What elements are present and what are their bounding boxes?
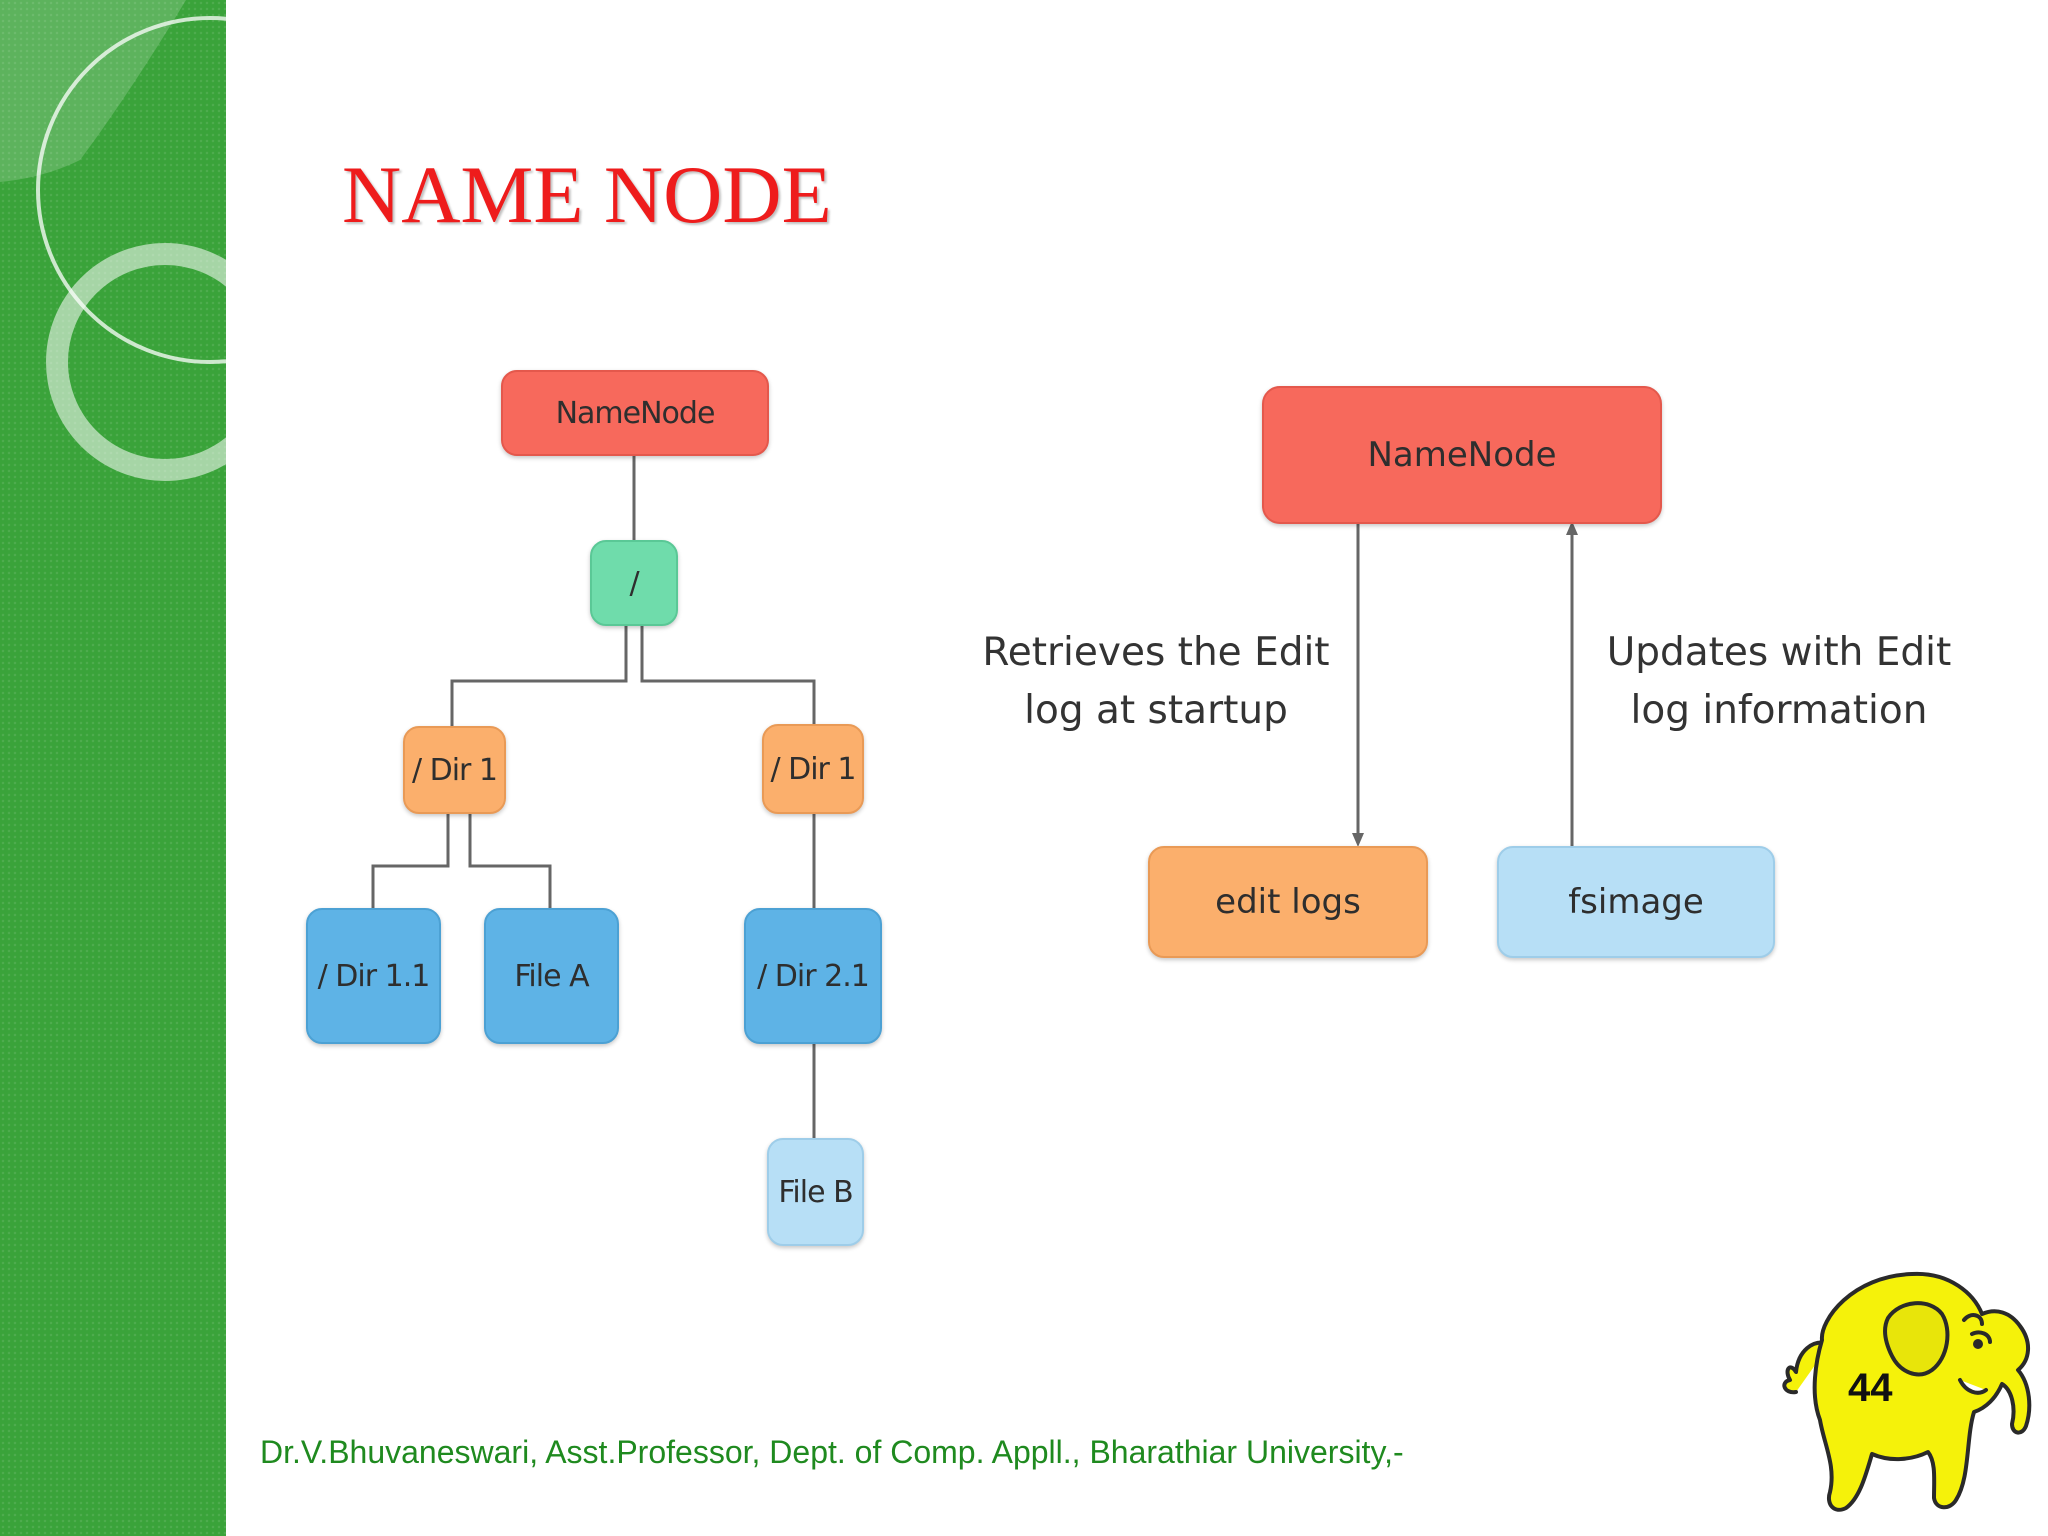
tree-dir-1-right-box: / Dir 1 (762, 724, 864, 814)
retrieve-caption-line-2: log at startup (1024, 688, 1288, 733)
retrieve-caption-line-1: Retrieves the Edit (982, 630, 1330, 675)
flow-namenode-box: NameNode (1262, 386, 1662, 524)
tree-namenode-box: NameNode (501, 370, 769, 456)
sidebar-circles (0, 0, 226, 481)
fsimage-box: fsimage (1497, 846, 1775, 958)
link-slash-dir-left (450, 626, 628, 726)
link-slash-dir-right (640, 626, 816, 724)
tree-dir-1-1-box: / Dir 1.1 (306, 908, 441, 1044)
tree-file-b-box: File B (767, 1138, 864, 1246)
retrieve-caption: Retrieves the Edit log at startup (970, 624, 1342, 740)
tree-dir-1-left-box: / Dir 1 (403, 726, 506, 814)
slide-title: NAME NODE (342, 149, 832, 240)
hadoop-elephant-icon (1782, 1271, 2032, 1512)
link-dir-left-file-a (468, 814, 552, 908)
tree-dir-2-1-box: / Dir 2.1 (744, 908, 882, 1044)
update-caption: Updates with Edit log information (1598, 624, 1960, 740)
edit-logs-box: edit logs (1148, 846, 1428, 958)
page-number: 44 (1848, 1366, 1893, 1410)
update-caption-line-1: Updates with Edit (1606, 630, 1952, 675)
link-dir-left-dir-1-1 (371, 814, 450, 908)
update-caption-line-2: log information (1630, 688, 1928, 733)
footer-credit: Dr.V.Bhuvaneswari, Asst.Professor, Dept.… (260, 1434, 1404, 1470)
tree-root-directory-box: / (590, 540, 678, 626)
sidebar-decoration (0, 0, 226, 1536)
tree-file-a-box: File A (484, 908, 619, 1044)
